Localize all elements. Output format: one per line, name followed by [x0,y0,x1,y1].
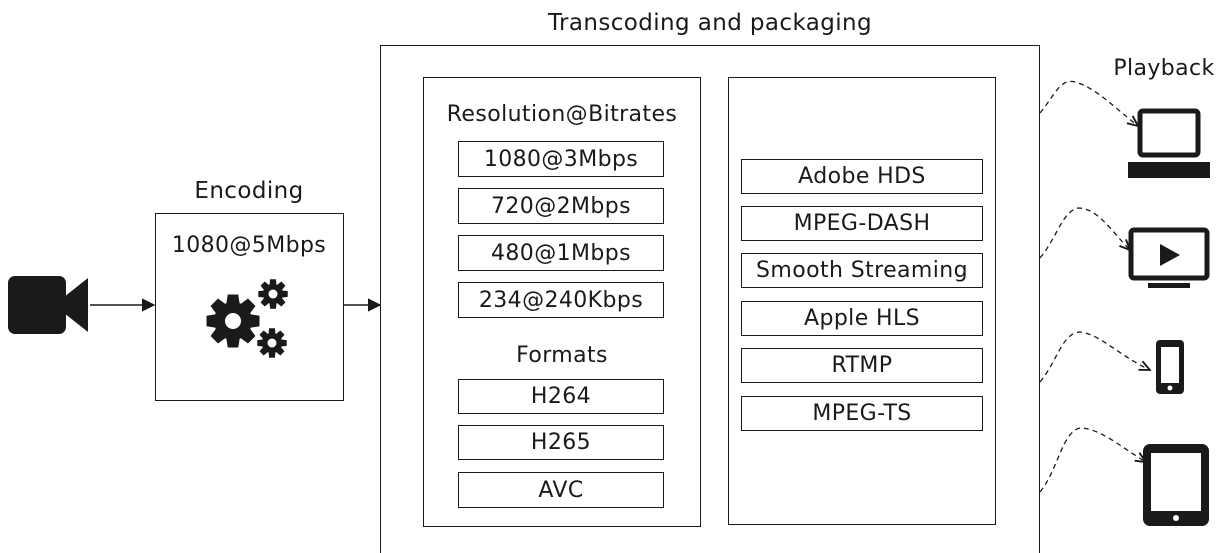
small-gear-icon-hole [268,289,278,299]
protocol-item: MPEG-DASH [741,206,983,241]
transcoding-title: Transcoding and packaging [547,10,873,36]
dashed-arrow-to-laptop [1039,80,1138,126]
protocol-item: MPEG-TS [741,396,983,431]
resolution-item: 1080@3Mbps [458,141,664,177]
large-gear-icon-hole [225,313,241,329]
dashed-arrow-to-tablet [1039,427,1146,493]
resolutions-heading: Resolution@Bitrates [446,102,678,127]
format-item: H265 [458,425,664,460]
encoding-title: Encoding [194,178,304,204]
resolution-item: 480@1Mbps [458,235,664,271]
encoding-input-label: 1080@5Mbps [171,233,327,258]
protocol-item: Adobe HDS [741,159,983,194]
formats-heading: Formats [516,343,608,368]
dashed-arrow-to-tv [1039,207,1130,259]
resolution-item: 234@240Kbps [458,282,664,318]
protocol-item: Smooth Streaming [741,253,983,288]
format-item: AVC [458,472,664,508]
dashed-arrow-to-smartphone [1039,331,1150,383]
resolution-item: 720@2Mbps [458,188,664,224]
protocol-item: Apple HLS [741,301,983,336]
format-item: H264 [458,379,664,414]
playback-title: Playback [1113,56,1215,81]
small-gear-icon-hole [267,338,277,348]
protocol-item: RTMP [741,348,983,383]
